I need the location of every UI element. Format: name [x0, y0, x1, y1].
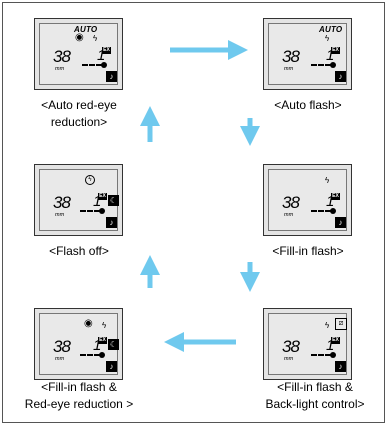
- focal-length: 38: [53, 337, 71, 356]
- film-track: [82, 64, 102, 66]
- focal-unit: mm: [284, 356, 294, 362]
- ex-badge: EX: [102, 47, 111, 54]
- film-track: [311, 64, 331, 66]
- frame-counter: 1: [326, 47, 335, 64]
- label-flash-off: <Flash off>: [49, 244, 109, 258]
- frame-counter: 1: [93, 337, 102, 354]
- lcd-fill-red-eye: ◉ ϟ 38 mm 1 EX ☾ ♪: [34, 308, 123, 380]
- frame-counter: 1: [326, 193, 335, 210]
- flash-icon: ϟ: [325, 321, 330, 330]
- label-auto-flash: <Auto flash>: [274, 98, 342, 112]
- lcd-screen: ϟ 38 mm 1 EX ☾ ♪: [39, 169, 119, 231]
- auto-indicator: AUTO: [319, 25, 343, 34]
- focal-length: 38: [282, 47, 300, 66]
- film-cartridge-icon: [99, 352, 105, 358]
- film-cartridge-icon: [330, 352, 336, 358]
- lcd-auto-flash: AUTO ϟ 38 mm 1 EX ♪: [263, 18, 352, 90]
- lcd-auto-red-eye: AUTO ◉ ϟ 38 mm 1 EX ♪: [34, 18, 123, 90]
- label-line: <Fill-in flash &: [41, 380, 117, 394]
- lcd-fill-backlight: ϟ ⧄ 38 mm 1 EX ♪: [263, 308, 352, 380]
- flash-icon: ϟ: [325, 176, 330, 185]
- label-line: <Auto red-eye: [41, 98, 117, 112]
- lcd-fill-in-flash: ϟ 38 mm 1 EX ♪: [263, 164, 352, 236]
- film-cartridge-icon: [99, 208, 105, 214]
- flash-off-icon: ϟ: [85, 175, 95, 185]
- film-cartridge-icon: [101, 62, 107, 68]
- label-auto-red-eye: <Auto red-eye reduction>: [24, 97, 134, 131]
- focal-unit: mm: [284, 66, 294, 72]
- lcd-screen: ϟ 38 mm 1 EX ♪: [268, 169, 347, 231]
- drive-mode-icon: ♪: [106, 71, 117, 82]
- frame-counter: 1: [93, 193, 102, 210]
- ex-badge: EX: [98, 337, 107, 344]
- label-line: Red-eye reduction >: [24, 397, 134, 411]
- lcd-screen: AUTO ◉ ϟ 38 mm 1 EX ♪: [39, 23, 118, 85]
- frame-counter: 1: [97, 47, 106, 64]
- flash-icon: ϟ: [102, 321, 107, 330]
- ex-badge: EX: [331, 47, 340, 54]
- drive-mode-icon: ♪: [106, 361, 117, 372]
- film-track: [80, 210, 100, 212]
- label-line: Back-light control>: [265, 397, 365, 411]
- night-mode-icon: ☾: [108, 339, 119, 350]
- lcd-flash-off: ϟ 38 mm 1 EX ☾ ♪: [34, 164, 123, 236]
- lcd-screen: ϟ ⧄ 38 mm 1 EX ♪: [268, 313, 347, 375]
- red-eye-icon: ◉: [75, 32, 84, 43]
- lcd-screen: ◉ ϟ 38 mm 1 EX ☾ ♪: [39, 313, 119, 375]
- focal-unit: mm: [55, 66, 65, 72]
- drive-mode-icon: ♪: [335, 361, 346, 372]
- focal-length: 38: [282, 337, 300, 356]
- focal-length: 38: [53, 193, 71, 212]
- focal-unit: mm: [284, 212, 294, 218]
- focal-unit: mm: [55, 212, 65, 218]
- ex-badge: EX: [331, 337, 340, 344]
- red-eye-icon: ◉: [84, 318, 93, 329]
- label-line: <Fill-in flash &: [277, 380, 353, 394]
- label-fill-backlight: <Fill-in flash & Back-light control>: [250, 379, 380, 413]
- film-cartridge-icon: [330, 208, 336, 214]
- focal-length: 38: [53, 47, 71, 66]
- auto-indicator: AUTO: [74, 25, 98, 34]
- lcd-screen: AUTO ϟ 38 mm 1 EX ♪: [268, 23, 347, 85]
- ex-badge: EX: [331, 193, 340, 200]
- flash-icon: ϟ: [93, 34, 98, 43]
- frame-counter: 1: [326, 337, 335, 354]
- focal-length: 38: [282, 193, 300, 212]
- label-line: reduction>: [50, 115, 108, 129]
- backlight-icon: ⧄: [335, 318, 347, 330]
- night-mode-icon: ☾: [108, 195, 119, 206]
- film-track: [80, 354, 100, 356]
- ex-badge: EX: [98, 193, 107, 200]
- focal-unit: mm: [55, 356, 65, 362]
- drive-mode-icon: ♪: [335, 71, 346, 82]
- drive-mode-icon: ♪: [106, 217, 117, 228]
- film-track: [311, 354, 331, 356]
- film-cartridge-icon: [330, 62, 336, 68]
- label-fill-red-eye: <Fill-in flash & Red-eye reduction >: [14, 379, 144, 413]
- label-fill-in-flash: <Fill-in flash>: [272, 244, 344, 258]
- flash-icon: ϟ: [325, 34, 330, 43]
- film-track: [311, 210, 331, 212]
- drive-mode-icon: ♪: [335, 217, 346, 228]
